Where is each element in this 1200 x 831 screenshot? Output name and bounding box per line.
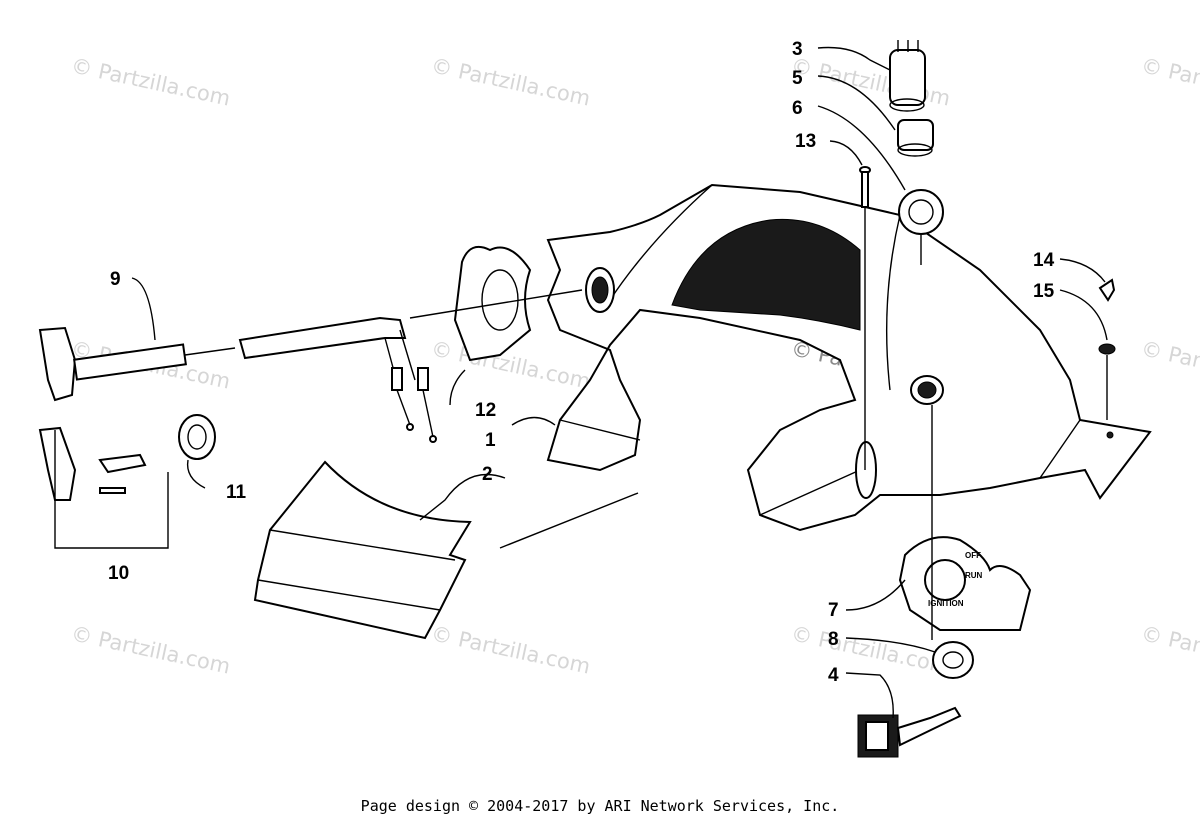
- key-part[interactable]: [857, 706, 962, 758]
- lever-kit-part[interactable]: [38, 426, 169, 549]
- watermark: © Partzilla.com: [1139, 336, 1200, 393]
- connector-part[interactable]: [889, 40, 926, 112]
- switch-run-label: RUN: [965, 571, 983, 580]
- watermark: © Partzilla.com: [789, 53, 953, 110]
- leader-lines: [131, 46, 1108, 719]
- watermark: © Partzilla.com: [69, 53, 233, 110]
- watermark: © Partzilla.com: [429, 53, 593, 110]
- callout-13[interactable]: 13: [795, 131, 816, 152]
- throttle-cable-part[interactable]: [38, 289, 583, 443]
- callout-1[interactable]: 1: [485, 430, 496, 451]
- watermark: © Partzilla.com: [69, 621, 233, 678]
- switch-nut-part[interactable]: [932, 641, 974, 679]
- callout-6[interactable]: 6: [792, 98, 803, 119]
- callout-9[interactable]: 9: [110, 269, 121, 290]
- watermark: © Partzilla.com: [1139, 53, 1200, 110]
- lock-washer-part[interactable]: [898, 189, 944, 235]
- decal-part[interactable]: [453, 246, 532, 362]
- small-screw-part[interactable]: [1098, 278, 1116, 302]
- callout-12[interactable]: 12: [475, 400, 496, 421]
- callout-15[interactable]: 15: [1033, 281, 1055, 302]
- callout-10[interactable]: 10: [108, 563, 129, 584]
- callout-labels: 1 2 3 4 5 6 7 8 9 10 11 12 13 14 15: [108, 39, 1055, 686]
- page-footer: Page design © 2004-2017 by ARI Network S…: [360, 797, 840, 815]
- callout-11[interactable]: 11: [226, 482, 247, 503]
- callout-8[interactable]: 8: [828, 629, 839, 650]
- screw-part[interactable]: [859, 166, 871, 470]
- watermark: © Partzilla.com: [1139, 621, 1200, 678]
- callout-2[interactable]: 2: [482, 464, 493, 485]
- callout-3[interactable]: 3: [792, 39, 803, 60]
- callout-4[interactable]: 4: [828, 665, 839, 686]
- callout-14[interactable]: 14: [1033, 250, 1055, 271]
- callout-5[interactable]: 5: [792, 68, 803, 89]
- nut-part[interactable]: [178, 414, 216, 460]
- switch-off-label: OFF: [965, 551, 981, 560]
- bushing-part[interactable]: [897, 119, 934, 157]
- console-housing-part[interactable]: [546, 183, 1152, 532]
- callout-7[interactable]: 7: [828, 600, 839, 621]
- watermark: © Partzilla.com: [429, 621, 593, 678]
- ignition-plate-part[interactable]: OFF RUN IGNITION: [898, 536, 1032, 631]
- switch-ignition-label: IGNITION: [928, 599, 964, 608]
- washer-part[interactable]: [1098, 343, 1116, 355]
- lower-cover-part[interactable]: [253, 460, 639, 640]
